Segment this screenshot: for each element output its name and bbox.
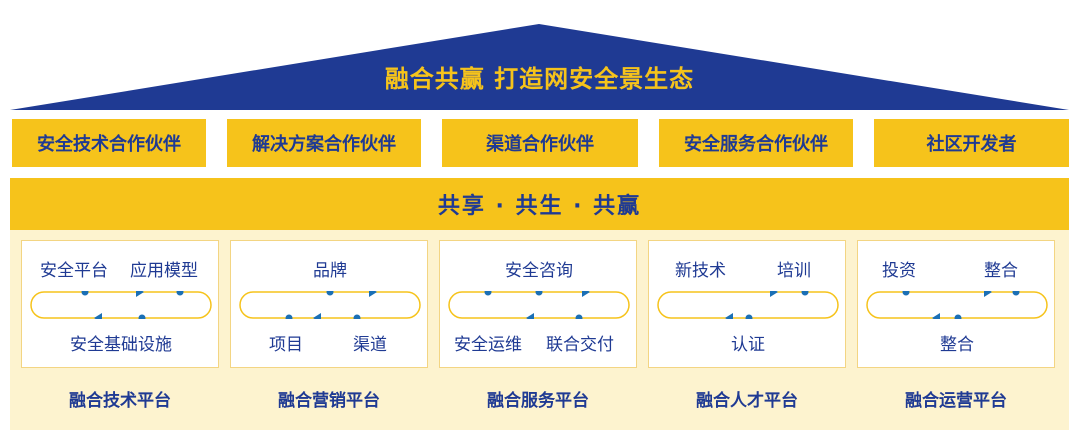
- label-joint-delivery: 联合交付: [546, 335, 614, 355]
- label-security-platform: 安全平台: [40, 261, 108, 281]
- platform-title-talent: 融合人才平台: [696, 391, 798, 411]
- partner-row: 安全技术合作伙伴 解决方案合作伙伴 渠道合作伙伴 安全服务合作伙伴 社区开发者: [12, 119, 1069, 167]
- label-channel: 渠道: [353, 335, 387, 355]
- partner-community-dev: 社区开发者: [874, 119, 1069, 167]
- label-integration-top: 整合: [984, 261, 1018, 281]
- platform-talent: 新技术 培训 认证: [648, 240, 846, 368]
- cycle-loop-icon: [657, 291, 839, 319]
- label-brand: 品牌: [313, 261, 347, 281]
- cycle-loop-icon: [448, 291, 630, 319]
- platform-title-service: 融合服务平台: [487, 391, 589, 411]
- platform-service: 安全咨询 安全运维 联合交付: [439, 240, 637, 368]
- roof-banner: [10, 24, 1069, 110]
- partner-security-tech: 安全技术合作伙伴: [12, 119, 206, 167]
- label-security-ops: 安全运维: [454, 335, 522, 355]
- label-integration-bottom: 整合: [940, 335, 974, 355]
- cycle-loop-icon: [239, 291, 421, 319]
- partner-channel: 渠道合作伙伴: [442, 119, 638, 167]
- label-certification: 认证: [731, 335, 765, 355]
- label-security-infra: 安全基础设施: [70, 335, 172, 355]
- label-new-tech: 新技术: [675, 261, 726, 281]
- label-security-consult: 安全咨询: [505, 261, 573, 281]
- partner-security-service: 安全服务合作伙伴: [659, 119, 853, 167]
- label-project: 项目: [269, 335, 303, 355]
- shared-values-band: 共享 · 共生 · 共赢: [10, 178, 1069, 230]
- platform-marketing: 品牌 项目 渠道: [230, 240, 428, 368]
- label-investment: 投资: [882, 261, 916, 281]
- cycle-loop-icon: [866, 291, 1048, 319]
- label-training: 培训: [777, 261, 811, 281]
- platform-operations: 投资 整合 整合: [857, 240, 1055, 368]
- platform-tech: 安全平台 应用模型 安全基础设施: [21, 240, 219, 368]
- platform-title-marketing: 融合营销平台: [278, 391, 380, 411]
- roof-title: 融合共赢 打造网安全景生态: [384, 65, 695, 93]
- platform-title-tech: 融合技术平台: [69, 391, 171, 411]
- partner-solution: 解决方案合作伙伴: [227, 119, 421, 167]
- platform-title-operations: 融合运营平台: [905, 391, 1007, 411]
- cycle-loop-icon: [30, 291, 212, 319]
- label-app-model: 应用模型: [130, 261, 198, 281]
- platform-base: 共享 · 共生 · 共赢 安全平台 应用模型 安全基础设施 品牌 项目 渠道 安…: [10, 178, 1069, 430]
